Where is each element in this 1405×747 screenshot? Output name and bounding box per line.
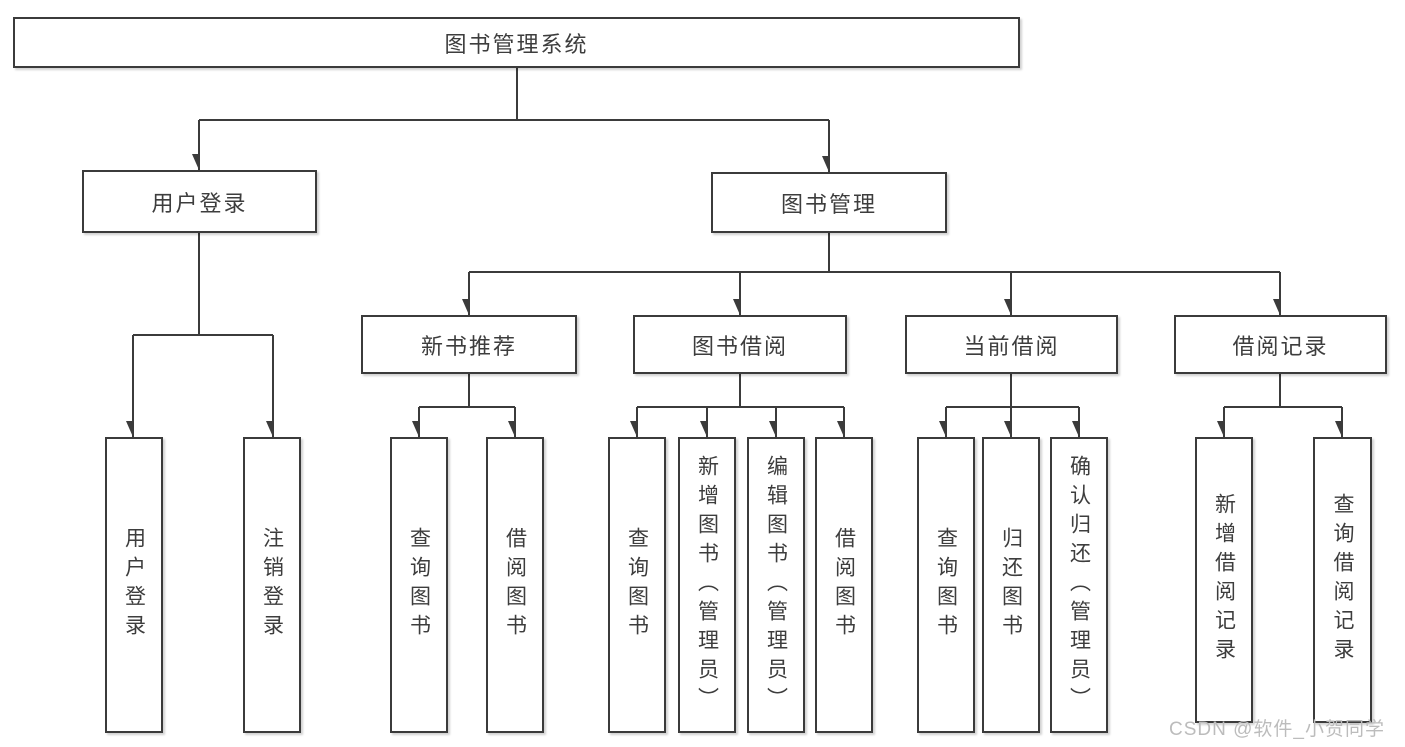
leaf-user-login-label: 用户登录	[122, 527, 146, 643]
connector-user-login-branch	[133, 233, 273, 336]
leaf-br-query-record: 查询借阅记录	[1313, 437, 1372, 723]
leaf-cb-query-books-label: 查询图书	[934, 527, 958, 643]
leaf-bb-add-books-admin: 新增图书（管理员）	[678, 437, 736, 733]
node-book-management-label: 图书管理	[780, 191, 877, 217]
leaf-bb-query-books-label: 查询图书	[625, 527, 649, 643]
node-book-borrow-label: 图书借阅	[691, 333, 788, 359]
leaf-user-login: 用户登录	[105, 437, 163, 733]
leaf-nb-borrow-books: 借阅图书	[486, 437, 544, 733]
node-book-management: 图书管理	[711, 172, 947, 233]
leaf-bb-edit-books-admin: 编辑图书（管理员）	[747, 437, 805, 733]
node-borrow-records: 借阅记录	[1174, 315, 1387, 374]
leaf-cb-confirm-return-admin: 确认归还（管理员）	[1050, 437, 1108, 733]
leaf-nb-query-books: 查询图书	[390, 437, 448, 733]
connector-borrow-records-branch	[1224, 374, 1342, 408]
leaf-br-add-record: 新增借阅记录	[1195, 437, 1253, 723]
leaf-bb-borrow-books: 借阅图书	[815, 437, 873, 733]
leaf-logout-label: 注销登录	[260, 527, 284, 643]
node-current-borrow-label: 当前借阅	[963, 333, 1060, 359]
leaf-cb-query-books: 查询图书	[917, 437, 975, 733]
csdn-watermark: CSDN @软件_小贺同学	[1169, 719, 1385, 740]
connector-current-borrow-branch	[946, 374, 1079, 408]
leaf-bb-borrow-books-label: 借阅图书	[832, 527, 856, 643]
leaf-br-query-record-label: 查询借阅记录	[1331, 493, 1354, 667]
leaf-bb-add-books-admin-label: 新增图书（管理员）	[695, 454, 719, 716]
node-current-borrow: 当前借阅	[905, 315, 1118, 374]
leaf-bb-query-books: 查询图书	[608, 437, 666, 733]
leaf-bb-edit-books-admin-label: 编辑图书（管理员）	[764, 454, 788, 716]
node-new-book-recommend-label: 新书推荐	[420, 333, 517, 359]
connector-root-branch	[199, 68, 829, 121]
connector-book-borrow-branch	[637, 374, 844, 408]
node-new-book-recommend: 新书推荐	[361, 315, 577, 374]
leaf-cb-return-books-label: 归还图书	[999, 527, 1023, 643]
node-user-login: 用户登录	[82, 170, 317, 233]
node-borrow-records-label: 借阅记录	[1232, 333, 1329, 359]
node-root: 图书管理系统	[13, 17, 1020, 68]
leaf-logout: 注销登录	[243, 437, 301, 733]
leaf-cb-return-books: 归还图书	[982, 437, 1040, 733]
leaf-nb-query-books-label: 查询图书	[407, 527, 431, 643]
leaf-nb-borrow-books-label: 借阅图书	[503, 527, 527, 643]
node-root-label: 图书管理系统	[444, 31, 589, 57]
connector-book-management-branch	[469, 233, 1280, 273]
node-user-login-label: 用户登录	[151, 190, 248, 216]
leaf-br-add-record-label: 新增借阅记录	[1212, 493, 1236, 667]
node-book-borrow: 图书借阅	[633, 315, 847, 374]
leaf-cb-confirm-return-admin-label: 确认归还（管理员）	[1067, 454, 1091, 716]
connector-new-books-branch	[419, 374, 515, 408]
